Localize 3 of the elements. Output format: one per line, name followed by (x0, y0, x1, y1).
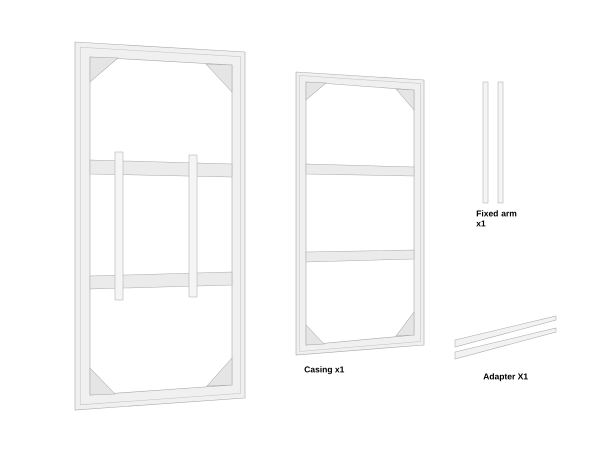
part-label: Adapter X1 (483, 373, 528, 382)
part-label: Fixed arm x1 (476, 210, 516, 226)
part-label: Casing x1 (304, 366, 344, 374)
